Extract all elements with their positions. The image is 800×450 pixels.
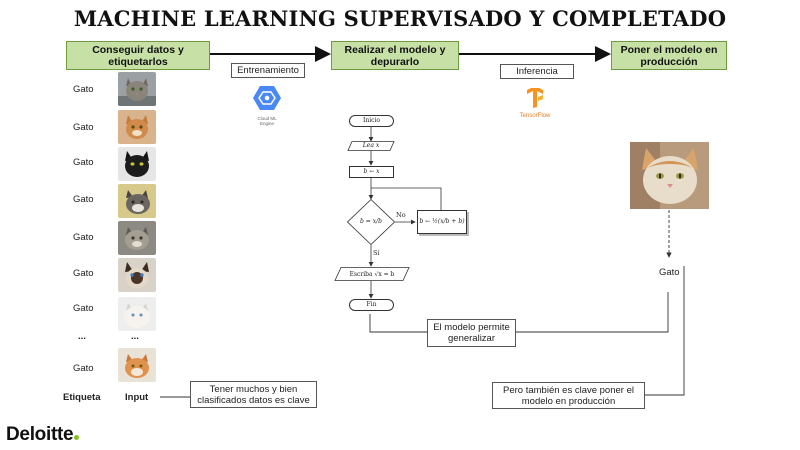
label-item: Gato [73, 232, 94, 243]
tensorflow-icon [527, 86, 543, 108]
flow-yes-label: Sí [373, 249, 380, 257]
training-label: Entrenamiento [231, 63, 305, 78]
cloudml-icon [253, 86, 281, 110]
cat-image [118, 147, 156, 181]
page-title: MACHINE LEARNING SUPERVISADO Y COMPLETAD… [73, 6, 727, 31]
column-label-header: Etiqueta [63, 392, 101, 403]
flow-update: b ← ½(x/b + b) [417, 210, 467, 234]
cat-image [118, 72, 156, 106]
label-item: Gato [73, 194, 94, 205]
flow-condition-text: b = x/b [360, 218, 382, 225]
cat-image [118, 258, 156, 292]
flow-start-text: Inicio [362, 117, 381, 124]
output-label: Gato [659, 267, 680, 278]
label-item: Gato [73, 84, 94, 95]
stage-model: Realizar el modelo y depurarlo [331, 41, 459, 70]
label-item: Gato [73, 303, 94, 314]
label-item: Gato [73, 268, 94, 279]
label-item: Gato [73, 122, 94, 133]
deloitte-logo: Deloitte [6, 424, 80, 446]
flow-end-text: Fin [366, 301, 377, 308]
cat-image [118, 184, 156, 218]
cat-photo [630, 142, 709, 209]
flow-end: Fin [349, 299, 394, 311]
tensorflow-logo: TensorFlow [518, 86, 552, 119]
cloudml-logo: Cloud ML Engine [252, 85, 282, 126]
cat-image [118, 221, 156, 255]
flow-no-label: No [396, 211, 406, 219]
stage-deploy: Poner el modelo en producción [611, 41, 727, 70]
tensorflow-caption: TensorFlow [519, 113, 551, 119]
flow-read-shape [347, 141, 395, 151]
flow-read-text: Lea x [362, 142, 380, 149]
flow-condition-shape [347, 199, 395, 245]
deloitte-dot-icon [74, 435, 80, 440]
label-item: Gato [73, 157, 94, 168]
label-item: Gato [73, 363, 94, 374]
flow-write-shape [334, 267, 410, 281]
flow-start: Inicio [349, 115, 394, 127]
flow-write-text: Escriba √x = b [349, 271, 395, 278]
stage-collect: Conseguir datos y etiquetarlos [66, 41, 210, 70]
flow-assign: b ← x [349, 166, 394, 178]
deloitte-logo-text: Deloitte [6, 424, 74, 445]
flow-assign-text: b ← x [363, 168, 380, 175]
inference-label: Inferencia [500, 64, 574, 79]
flow-update-text: b ← ½(x/b + b) [419, 218, 465, 225]
column-input-header: Input [125, 392, 149, 403]
note-production: Pero también es clave poner el modelo en… [492, 382, 645, 409]
cloudml-caption: Cloud ML Engine [257, 116, 277, 126]
generalize-connector [369, 292, 669, 333]
note-data: Tener muchos y bien clasificados datos e… [190, 381, 317, 408]
note-generalize: El modelo permite generalizar [427, 319, 516, 347]
cat-image [118, 348, 156, 382]
cat-image [118, 110, 156, 144]
cat-image [118, 297, 156, 331]
ellipsis-input: ... [131, 331, 139, 342]
ellipsis-label: ... [78, 331, 86, 342]
production-connector [645, 266, 685, 396]
